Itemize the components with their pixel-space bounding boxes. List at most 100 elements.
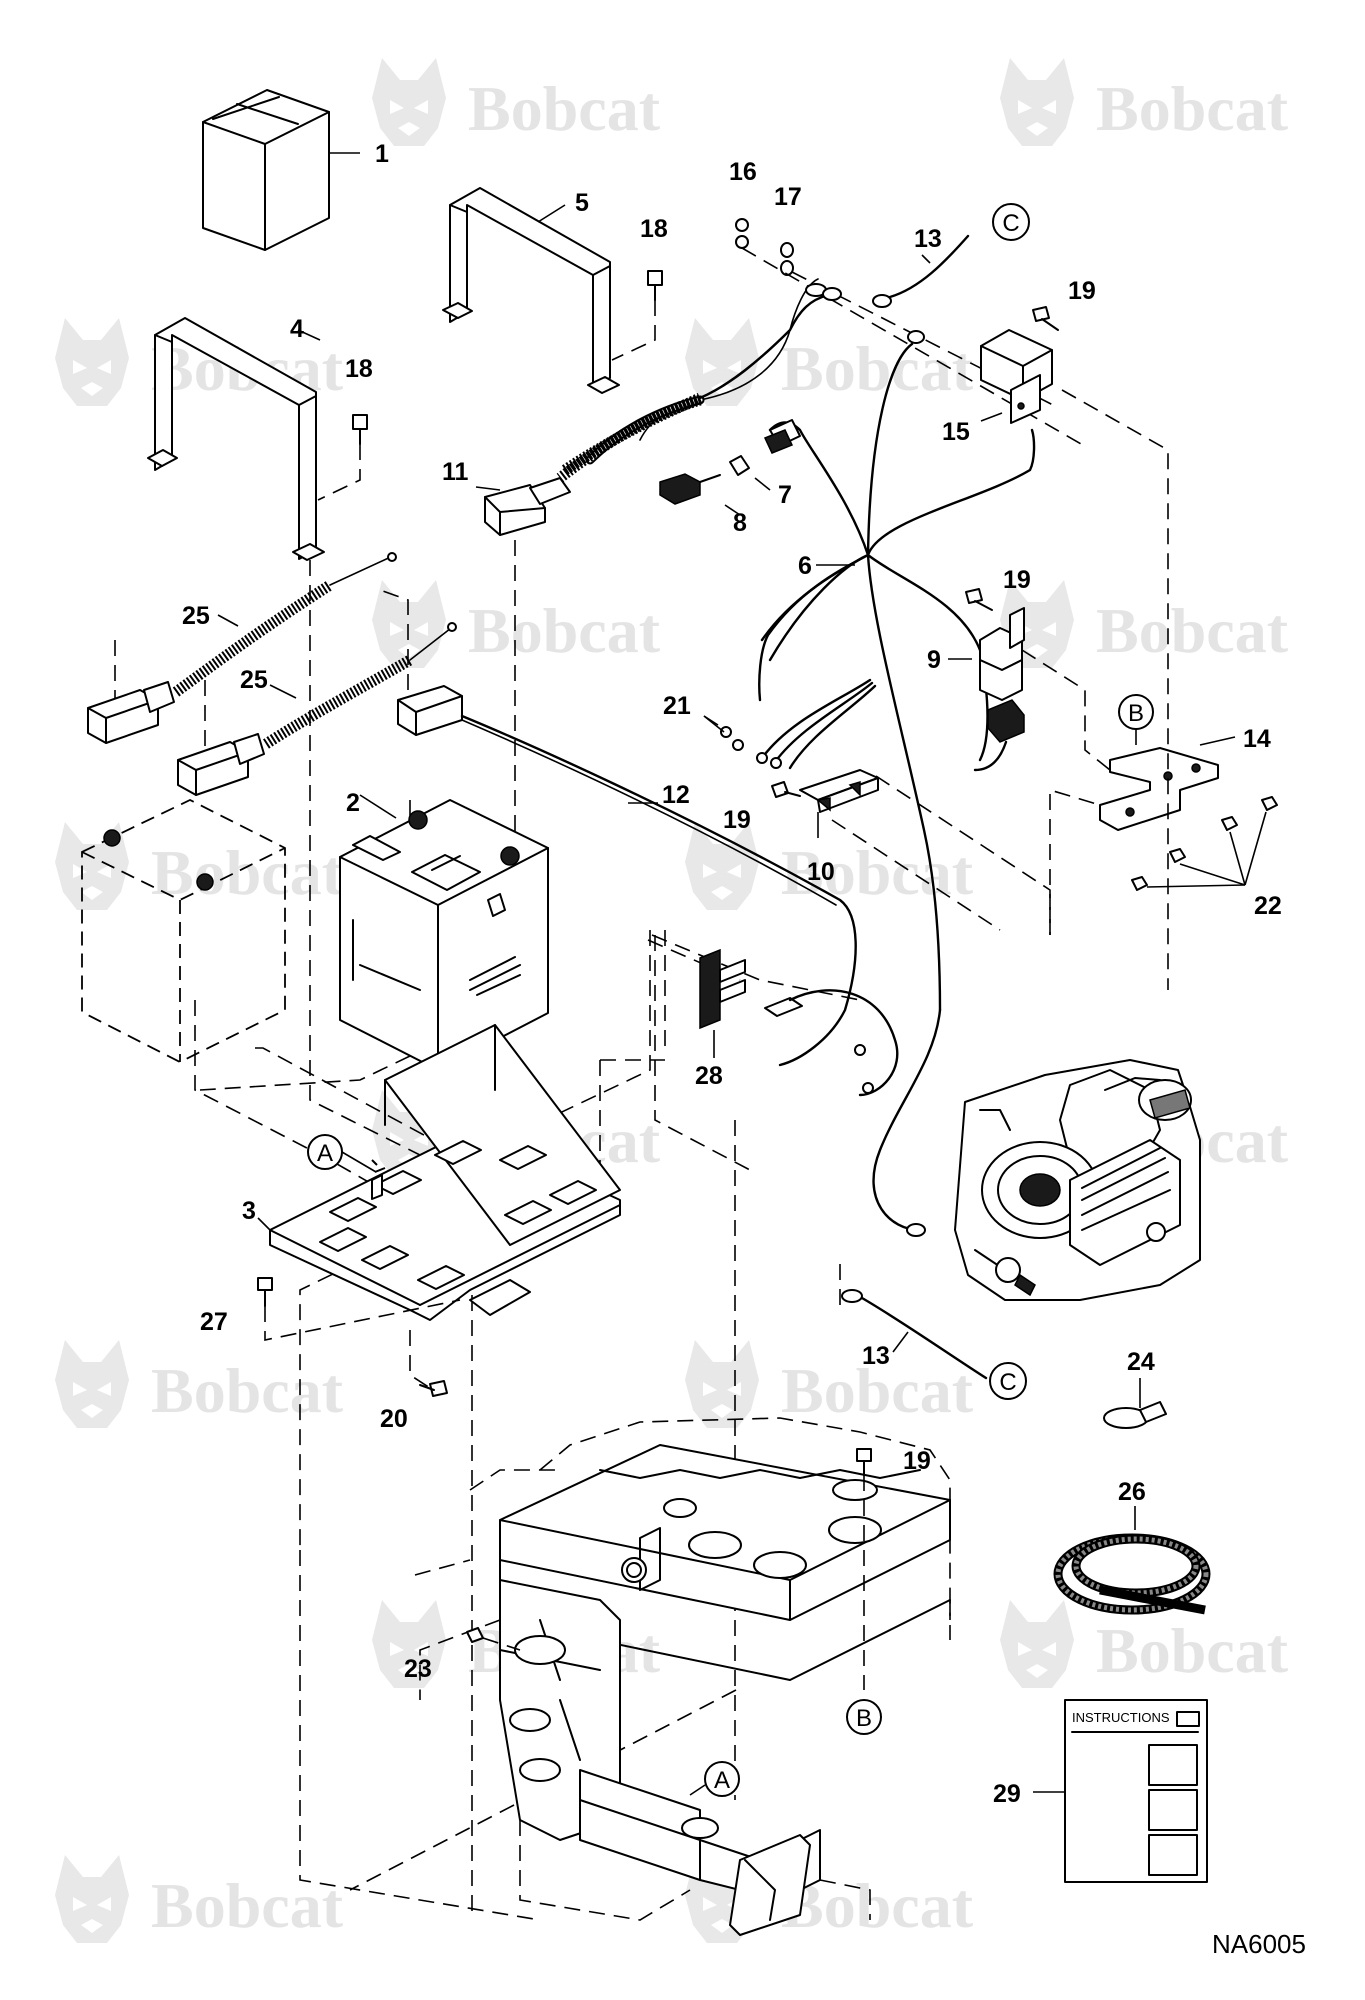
part-label-4: 4 <box>290 315 304 343</box>
watermark: Bobcat <box>55 1855 344 1943</box>
part-label-23: 23 <box>404 1655 432 1683</box>
watermark: Bobcat <box>55 822 344 910</box>
ghost-battery <box>81 798 286 1064</box>
part-label-21: 21 <box>663 692 691 720</box>
part-10-ground-block <box>799 769 879 813</box>
part-number-labels: 1 2 3 4 5 6 7 8 9 10 11 12 13 13 14 15 1… <box>182 140 1282 1808</box>
part-label-22: 22 <box>1254 892 1282 920</box>
part-22-nut <box>1221 816 1238 831</box>
part-label-15: 15 <box>942 418 970 446</box>
part-label-18: 18 <box>640 215 668 243</box>
callout-letter-b: B <box>1128 700 1144 727</box>
part-19-bolt <box>965 588 993 611</box>
callout-a-top <box>307 1134 383 1200</box>
part-18-bolt <box>647 270 663 301</box>
part-label-1: 1 <box>375 140 389 168</box>
part-label-13: 13 <box>862 1342 890 1370</box>
bolt-guide-line <box>409 1330 431 1389</box>
part-21-terminals <box>720 678 877 770</box>
part-13-ground-cable-bottom <box>841 1289 1027 1400</box>
part-label-25: 25 <box>182 602 210 630</box>
part-12-cable <box>397 685 857 1067</box>
watermark: Bobcat <box>372 58 661 146</box>
part-label-17: 17 <box>774 183 802 211</box>
part-label-29: 29 <box>993 1780 1021 1808</box>
part-label-25: 25 <box>240 666 268 694</box>
callout-letter-b: B <box>856 1705 872 1732</box>
part-label-19: 19 <box>903 1447 931 1475</box>
figure-reference-code: NA6005 <box>1212 1929 1306 1959</box>
part-19-bolt <box>856 1448 872 1476</box>
bolt-guides <box>317 300 656 501</box>
part-label-11: 11 <box>442 458 469 486</box>
part-label-20: 20 <box>380 1405 408 1433</box>
part-label-14: 14 <box>1243 725 1271 753</box>
part-22-nut <box>1261 796 1278 811</box>
starter-motor-assembly <box>906 1059 1201 1301</box>
callout-letter-c: C <box>999 1369 1016 1396</box>
watermark: Bobcat <box>685 1340 974 1428</box>
watermark: Bobcat <box>1000 580 1289 668</box>
watermark: Bobcat <box>1000 1600 1289 1688</box>
part-16-nut <box>735 218 749 249</box>
part-label-12: 12 <box>662 781 690 809</box>
watermark: Bobcat <box>372 580 661 668</box>
part-label-7: 7 <box>778 481 792 509</box>
watermark-text: Bobcat <box>1096 73 1289 144</box>
bolt-guide-line <box>264 1299 461 1341</box>
part-7-fuse <box>729 455 750 476</box>
part-label-2: 2 <box>346 789 360 817</box>
part-1-box <box>202 89 360 251</box>
part-label-10: 10 <box>807 858 835 886</box>
part-19-bolt <box>1032 306 1059 331</box>
part-4-hold-down-bracket <box>147 317 325 561</box>
part-24-cable-tie <box>1103 1401 1167 1429</box>
part-label-24: 24 <box>1127 1348 1155 1376</box>
watermark-text: Bobcat <box>468 595 661 666</box>
part-22-nut <box>1169 848 1186 863</box>
nut-leaders <box>1146 811 1267 888</box>
watermark-text: Bobcat <box>468 73 661 144</box>
part-label-19: 19 <box>723 806 751 834</box>
part-label-19: 19 <box>1068 277 1096 305</box>
instructions-label: INSTRUCTIONS <box>1072 1710 1170 1725</box>
part-label-26: 26 <box>1118 1478 1146 1506</box>
callout-letter-a: A <box>317 1140 333 1167</box>
watermark-text: Bobcat <box>151 1870 344 1941</box>
part-label-18: 18 <box>345 355 373 383</box>
part-label-6: 6 <box>798 552 812 580</box>
machine-frame <box>419 1417 951 1936</box>
part-label-3: 3 <box>242 1197 256 1225</box>
watermark-text: Bobcat <box>151 837 344 908</box>
part-25-cable <box>87 552 397 744</box>
part-5-hold-down-bracket <box>442 187 620 394</box>
watermark: Bobcat <box>1000 58 1289 146</box>
part-14-bracket <box>1099 747 1219 831</box>
part-27-bolt <box>257 1277 273 1307</box>
fuse-connector <box>763 429 794 454</box>
part-23-nut <box>466 1627 521 1651</box>
part-22-nut <box>1131 876 1148 891</box>
watermark: Bobcat <box>55 1340 344 1428</box>
part-9-relay <box>979 607 1025 743</box>
part-13-ground-cable-top <box>872 203 1030 308</box>
part-11-positive-cable <box>484 287 842 536</box>
part-15-relay <box>980 329 1053 424</box>
watermark-text: Bobcat <box>781 333 974 404</box>
part-25-cable <box>177 622 457 796</box>
part-label-27: 27 <box>200 1308 228 1336</box>
part-label-9: 9 <box>927 646 941 674</box>
watermark-text: Bobcat <box>1096 1615 1289 1686</box>
callout-letter-a: A <box>714 1767 730 1794</box>
part-17-washer <box>780 242 794 276</box>
part-19-bolt <box>771 781 801 798</box>
part-8-fuse-holder <box>659 473 721 505</box>
part-18-bolt <box>352 414 368 445</box>
watermark-text: Bobcat <box>151 1355 344 1426</box>
callout-letter-c: C <box>1002 210 1019 237</box>
relay-wire <box>973 740 1008 772</box>
part-26-conduit <box>1053 1533 1211 1615</box>
part-20-bolt <box>419 1380 448 1397</box>
